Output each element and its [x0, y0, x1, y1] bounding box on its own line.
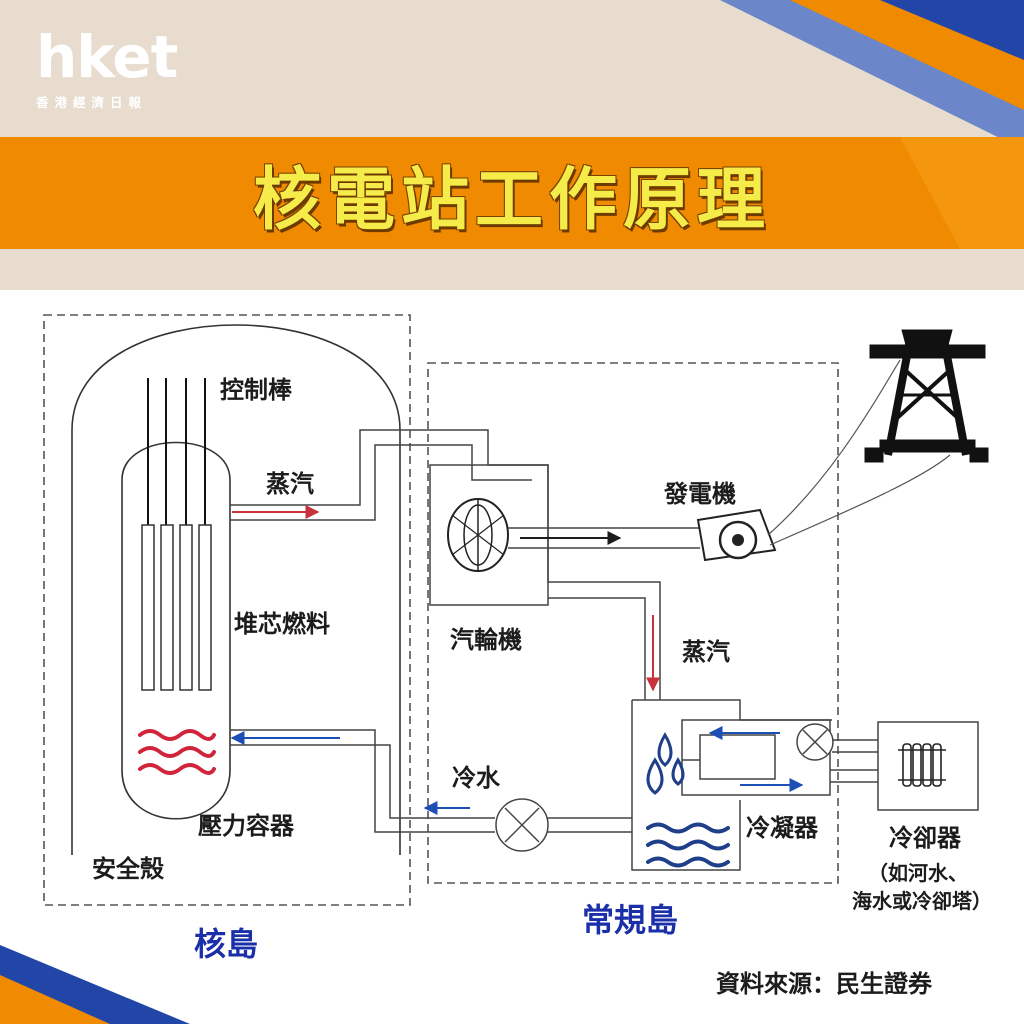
containment-dome	[71, 324, 401, 855]
label-nuclear-island: 核島	[194, 925, 259, 963]
label-containment: 安全殼	[92, 855, 164, 883]
nuclear-island-boundary	[43, 314, 411, 906]
pressure-vessel	[121, 441, 231, 820]
label-generator: 發電機	[664, 480, 736, 508]
logo-wordmark: hket	[36, 23, 178, 91]
title-bar	[0, 137, 1024, 249]
page-title: 核電站工作原理	[252, 160, 771, 240]
cold-water-pipe	[230, 729, 632, 833]
hket-logo: hket 香港經濟日報	[36, 28, 206, 138]
conventional-island-boundary	[427, 362, 839, 884]
label-turbine: 汽輪機	[450, 626, 522, 654]
transmission-tower-icon	[864, 329, 989, 463]
label-steam-secondary: 蒸汽	[682, 638, 730, 666]
turbine-housing	[429, 464, 549, 606]
fuel-rods	[141, 524, 212, 691]
condenser-unit	[631, 699, 832, 871]
condenser-water-icon	[646, 822, 730, 868]
bottom-left-stripe-orange	[0, 975, 110, 1024]
label-cooler-note-line2: 海水或冷卻塔）	[852, 889, 992, 913]
cooler-box	[877, 721, 979, 811]
label-conventional-island: 常規島	[582, 901, 679, 939]
cooler-pipes	[830, 739, 878, 783]
top-right-stripe-navy	[880, 0, 1024, 60]
label-pressure-vessel: 壓力容器	[198, 812, 294, 840]
logo-tagline: 香港經濟日報	[36, 95, 148, 110]
label-steam-primary: 蒸汽	[266, 470, 314, 498]
water-drops-icon	[646, 732, 685, 795]
power-lines	[767, 359, 951, 546]
label-cold-water: 冷水	[452, 764, 500, 792]
generator-icon	[696, 508, 777, 562]
turbine-icon	[447, 498, 509, 572]
control-rods	[147, 378, 206, 525]
label-condenser: 冷凝器	[746, 814, 818, 842]
condenser-pump-icon	[796, 723, 834, 761]
label-cooler: 冷卻器	[889, 824, 961, 852]
heat-waves-icon	[138, 729, 216, 775]
label-core-fuel: 堆芯燃料	[234, 610, 330, 638]
radiator-icon	[898, 743, 946, 787]
feed-pump-icon	[495, 798, 549, 852]
label-control-rods: 控制棒	[220, 376, 292, 404]
label-cooler-note-line1: （如河水、	[868, 861, 968, 885]
source-credit: 資料來源：民生證券	[716, 970, 932, 998]
turbine-shaft	[508, 527, 700, 549]
